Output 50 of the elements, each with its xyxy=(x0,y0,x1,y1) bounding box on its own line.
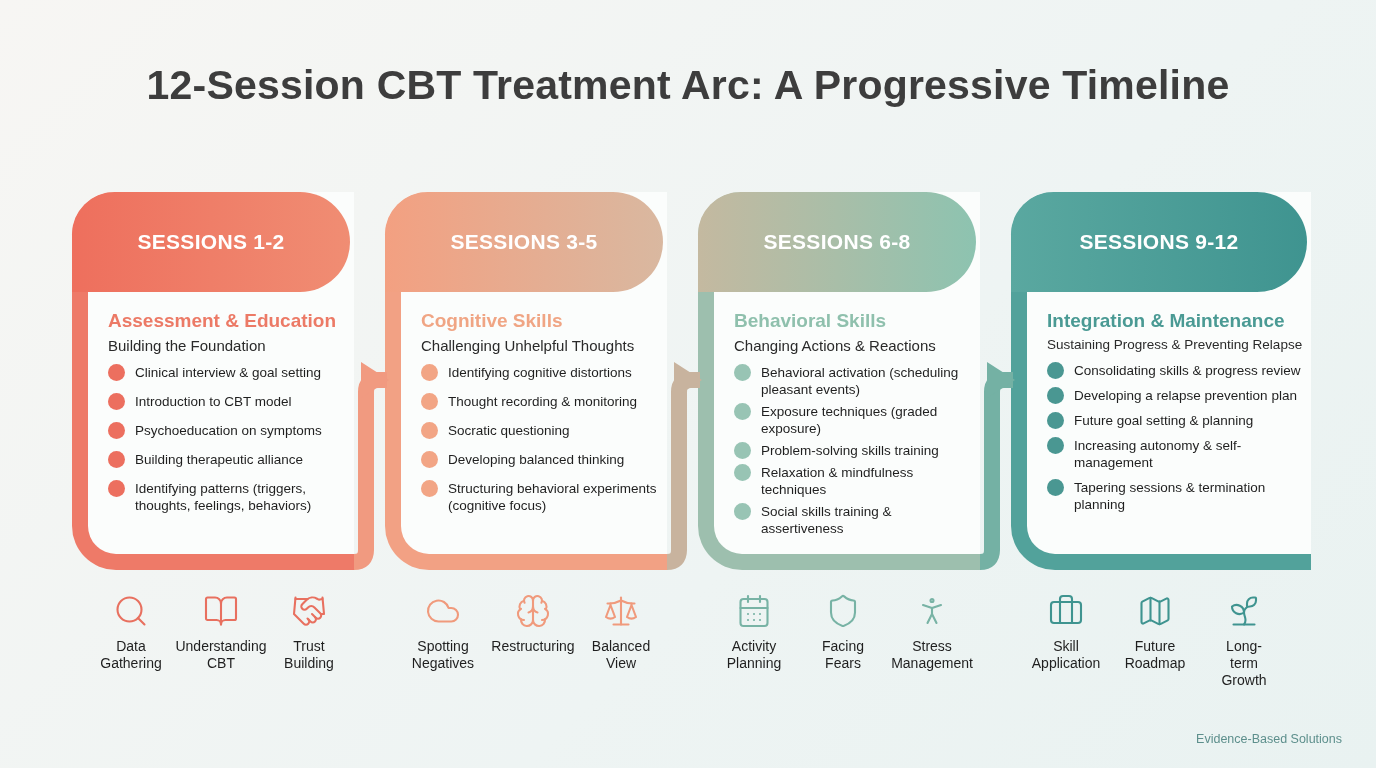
bullet-text: Developing a relapse prevention plan xyxy=(1074,387,1297,404)
session-header: SESSIONS 6-8 xyxy=(698,192,976,292)
bullet-text: Behavioral activation (scheduling pleasant events) xyxy=(761,364,960,398)
icon-caption: Balanced View xyxy=(591,638,651,672)
bullet-text: Increasing autonomy & self-management xyxy=(1074,437,1243,471)
bullet-text: Building therapeutic alliance xyxy=(135,451,304,468)
session-header: SESSIONS 9-12 xyxy=(1011,192,1307,292)
phase-subtitle: Challenging Unhelpful Thoughts xyxy=(421,337,636,354)
bullet-text: Introduction to CBT model xyxy=(135,393,292,410)
bullet-text: Future goal setting & planning xyxy=(1074,412,1254,429)
phase-card xyxy=(72,192,354,570)
phase-title: Behavioral Skills xyxy=(734,310,888,332)
phase-title: Integration & Maintenance xyxy=(1047,310,1286,332)
icon-caption: Long-term Growth xyxy=(1221,638,1267,689)
icon-caption: Restructuring xyxy=(491,638,575,655)
phase-card xyxy=(385,192,667,570)
phase-subtitle: Sustaining Progress & Preventing Relapse xyxy=(1047,337,1304,352)
icon-caption: Skill Application xyxy=(1031,638,1101,672)
icon-caption: Facing Fears xyxy=(822,638,864,672)
phase-title: Assessment & Education xyxy=(108,310,338,332)
bullet-text: Thought recording & monitoring xyxy=(448,393,638,410)
icon-caption: Stress Management xyxy=(891,638,973,672)
phase-subtitle: Building the Foundation xyxy=(108,337,267,354)
icon-caption: Future Roadmap xyxy=(1124,638,1186,672)
phase-card xyxy=(698,192,980,570)
session-header: SESSIONS 3-5 xyxy=(385,192,663,292)
diagram-title: 12-Session CBT Treatment Arc: A Progressive Timeline xyxy=(145,62,1231,109)
bullet-text: Problem-solving skills training xyxy=(761,442,939,459)
phase-card xyxy=(1011,192,1311,570)
session-header: SESSIONS 1-2 xyxy=(72,192,350,292)
bullet-text: Structuring behavioral experiments (cognitive focus) xyxy=(448,480,658,514)
phase-subtitle: Changing Actions & Reactions xyxy=(734,337,937,354)
bullet-text: Consolidating skills & progress review xyxy=(1074,362,1301,379)
bullet-text: Identifying cognitive distortions xyxy=(448,364,632,381)
icon-caption: Understanding CBT xyxy=(175,638,267,672)
phase-title: Cognitive Skills xyxy=(421,310,564,332)
tagline: Evidence-Based Solutions xyxy=(1196,732,1342,746)
bullet-text: Tapering sessions & termination planning xyxy=(1074,479,1267,513)
icon-caption: Data Gathering xyxy=(100,638,162,672)
icon-caption: Activity Planning xyxy=(726,638,782,672)
bullet-text: Socratic questioning xyxy=(448,422,570,439)
icon-caption: Trust Building xyxy=(284,638,334,672)
bullet-text: Clinical interview & goal setting xyxy=(135,364,322,381)
bullet-text: Social skills training & assertiveness xyxy=(761,503,893,537)
icon-caption: Spotting Negatives xyxy=(411,638,475,672)
bullet-text: Exposure techniques (graded exposure) xyxy=(761,403,939,437)
bullet-text: Developing balanced thinking xyxy=(448,451,625,468)
bullet-text: Identifying patterns (triggers, thoughts, feelings, behaviors) xyxy=(135,480,313,514)
bullet-text: Relaxation & mindfulness techniques xyxy=(761,464,915,498)
bullet-text: Psychoeducation on symptoms xyxy=(135,422,322,439)
